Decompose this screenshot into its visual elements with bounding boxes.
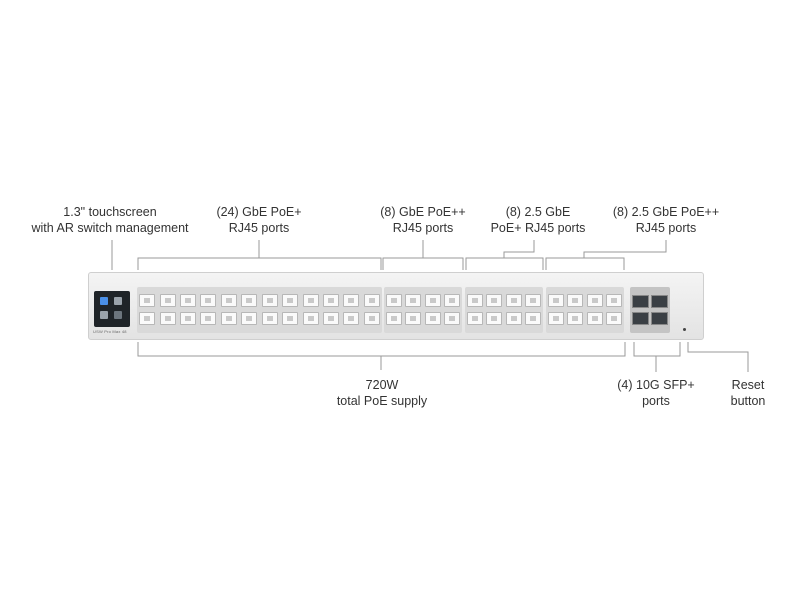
sfp-callout: (4) 10G SFP+ ports bbox=[617, 377, 694, 409]
rj45-port[interactable] bbox=[486, 294, 503, 307]
brand-label: USW Pro Max 48 bbox=[93, 329, 127, 334]
rj45-port[interactable] bbox=[200, 312, 217, 325]
poe-supply-callout-line2: total PoE supply bbox=[336, 394, 428, 408]
sfp-port[interactable] bbox=[632, 295, 649, 308]
ge25-poe-plusplus-callout: (8) 2.5 GbE PoE++ RJ45 ports bbox=[613, 204, 719, 236]
rj45-port[interactable] bbox=[586, 312, 603, 325]
gbe-poe-plus-callout: (24) GbE PoE+ RJ45 ports bbox=[216, 204, 301, 236]
screen-app-icon bbox=[114, 297, 122, 305]
rj45-port[interactable] bbox=[139, 294, 156, 307]
rj45-port[interactable] bbox=[424, 294, 441, 307]
rj45-port[interactable] bbox=[466, 294, 483, 307]
rj45-port[interactable] bbox=[159, 294, 176, 307]
gbe-poe-plus-callout-line1: (24) GbE PoE+ bbox=[216, 205, 302, 219]
screen-app-icon bbox=[114, 311, 122, 319]
gbe-poe-plus-callout-line2: RJ45 ports bbox=[228, 221, 290, 235]
sfp-port-group bbox=[630, 287, 670, 333]
rj45-port[interactable] bbox=[200, 294, 217, 307]
rj45-port[interactable] bbox=[322, 312, 339, 325]
rj45-port[interactable] bbox=[466, 312, 483, 325]
rj45-port[interactable] bbox=[282, 312, 299, 325]
rj45-port[interactable] bbox=[363, 294, 380, 307]
rj45-port[interactable] bbox=[363, 312, 380, 325]
rj45-port[interactable] bbox=[261, 312, 278, 325]
rj45-port[interactable] bbox=[424, 312, 441, 325]
screen-app-icon bbox=[100, 297, 108, 305]
touchscreen-callout: 1.3" touchscreen with AR switch manageme… bbox=[31, 204, 188, 236]
sfp-port[interactable] bbox=[651, 295, 668, 308]
ge25-poe-plusplus-callout-line2: RJ45 ports bbox=[635, 221, 697, 235]
ge25-poe-plusplus-bracket bbox=[545, 257, 625, 270]
touchscreen-callout-line1: 1.3" touchscreen bbox=[63, 205, 157, 219]
rj45-port[interactable] bbox=[343, 312, 360, 325]
sfp-port[interactable] bbox=[632, 312, 649, 325]
reset-leader bbox=[687, 342, 749, 372]
rj45-port[interactable] bbox=[405, 312, 422, 325]
rj45-port[interactable] bbox=[444, 294, 461, 307]
rj45-port[interactable] bbox=[525, 312, 542, 325]
rj45-port[interactable] bbox=[567, 294, 584, 307]
sfp-callout-line1: (4) 10G SFP+ bbox=[617, 378, 695, 392]
rj45-port[interactable] bbox=[486, 312, 503, 325]
rj45-port[interactable] bbox=[180, 312, 197, 325]
rj45-port[interactable] bbox=[180, 294, 197, 307]
rj45-port[interactable] bbox=[220, 294, 237, 307]
ge25-poe-plus-bracket bbox=[465, 257, 544, 270]
poe-supply-bracket bbox=[137, 342, 626, 357]
reset-callout-line2: button bbox=[730, 394, 766, 408]
rj45-port[interactable] bbox=[606, 294, 623, 307]
ge25-poe-plus-leader bbox=[503, 240, 535, 258]
reset-callout-line1: Reset bbox=[731, 378, 765, 392]
rj45-port[interactable] bbox=[282, 294, 299, 307]
ge25-poe-plusplus-callout-line1: (8) 2.5 GbE PoE++ bbox=[612, 205, 720, 219]
rj45-port[interactable] bbox=[525, 294, 542, 307]
rj45-port[interactable] bbox=[385, 294, 402, 307]
sfp-port[interactable] bbox=[651, 312, 668, 325]
ge25-poe-plus-callout-line1: (8) 2.5 GbE bbox=[505, 205, 571, 219]
rj45-port[interactable] bbox=[547, 294, 564, 307]
gbe-poe-plusplus-port-group bbox=[384, 287, 462, 333]
ge25-poe-plus-callout-line2: PoE+ RJ45 ports bbox=[490, 221, 586, 235]
poe-supply-callout: 720W total PoE supply bbox=[337, 377, 427, 409]
rj45-port[interactable] bbox=[159, 312, 176, 325]
rj45-port[interactable] bbox=[241, 312, 258, 325]
reset-callout: Reset button bbox=[731, 377, 766, 409]
sfp-bracket bbox=[633, 342, 681, 357]
rj45-port[interactable] bbox=[261, 294, 278, 307]
touchscreen-callout-line2: with AR switch management bbox=[31, 221, 189, 235]
gbe-poe-plusplus-callout: (8) GbE PoE++ RJ45 ports bbox=[380, 204, 465, 236]
rj45-port[interactable] bbox=[220, 312, 237, 325]
sfp-callout-line2: ports bbox=[642, 394, 670, 408]
rj45-port[interactable] bbox=[444, 312, 461, 325]
rj45-port[interactable] bbox=[139, 312, 156, 325]
rj45-port[interactable] bbox=[343, 294, 360, 307]
rj45-port[interactable] bbox=[606, 312, 623, 325]
screen-app-icon bbox=[100, 311, 108, 319]
touchscreen-display[interactable] bbox=[94, 291, 130, 327]
gbe-poe-plus-bracket bbox=[137, 257, 382, 270]
rj45-port[interactable] bbox=[505, 312, 522, 325]
rj45-port[interactable] bbox=[322, 294, 339, 307]
ge25-poe-plusplus-leader bbox=[583, 240, 667, 258]
rj45-port[interactable] bbox=[505, 294, 522, 307]
rj45-port[interactable] bbox=[302, 294, 319, 307]
rj45-port[interactable] bbox=[567, 312, 584, 325]
ge25-poe-plusplus-port-group bbox=[546, 287, 624, 333]
reset-button[interactable] bbox=[683, 328, 686, 331]
rj45-port[interactable] bbox=[302, 312, 319, 325]
rj45-port[interactable] bbox=[241, 294, 258, 307]
rj45-port[interactable] bbox=[586, 294, 603, 307]
gbe-poe-plusplus-callout-line1: (8) GbE PoE++ bbox=[380, 205, 466, 219]
gbe-poe-plus-port-group bbox=[137, 287, 382, 333]
rj45-port[interactable] bbox=[547, 312, 564, 325]
ge25-poe-plus-port-group bbox=[465, 287, 543, 333]
switch-chassis: USW Pro Max 48 bbox=[88, 272, 704, 340]
poe-supply-callout-line1: 720W bbox=[365, 378, 399, 392]
gbe-poe-plusplus-callout-line2: RJ45 ports bbox=[392, 221, 454, 235]
ge25-poe-plus-callout: (8) 2.5 GbE PoE+ RJ45 ports bbox=[491, 204, 586, 236]
rj45-port[interactable] bbox=[405, 294, 422, 307]
gbe-poe-plusplus-bracket bbox=[382, 257, 464, 270]
rj45-port[interactable] bbox=[385, 312, 402, 325]
